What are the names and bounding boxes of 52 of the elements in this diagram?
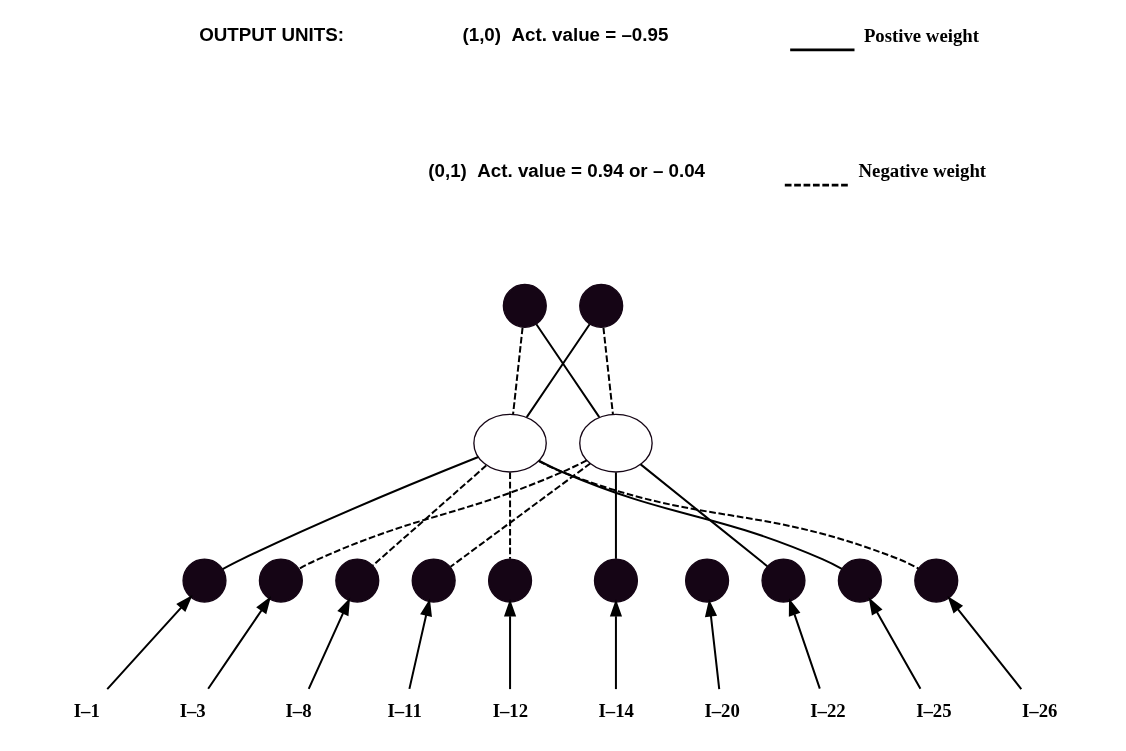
- node-circle: [411, 558, 456, 603]
- node-circle: [579, 413, 653, 473]
- node-circle: [593, 558, 639, 603]
- arrow: [503, 599, 517, 690]
- connector: [222, 456, 479, 570]
- node-text: I–20: [704, 699, 740, 721]
- label: (0,1) Act. value = 0.94 or – 0.04: [428, 159, 706, 181]
- node-circle: [487, 558, 533, 603]
- connector: [509, 472, 512, 559]
- connector: [640, 463, 768, 567]
- label: (1,0) Act. value = –0.95: [462, 24, 669, 46]
- connector: [614, 472, 617, 559]
- node-circle: [684, 558, 730, 603]
- node-circle: [761, 558, 806, 603]
- arrow: [868, 597, 922, 690]
- arrow: [947, 596, 1023, 690]
- connector: [525, 323, 591, 418]
- arrow: [609, 599, 623, 690]
- connector: [512, 327, 524, 415]
- node-text: I–14: [598, 699, 634, 721]
- node-text: I–11: [387, 699, 422, 721]
- connector: [298, 459, 588, 570]
- connector: [602, 327, 614, 415]
- node-circle: [579, 283, 624, 328]
- legend-label: Negative weight: [858, 160, 987, 182]
- node-text: I–12: [492, 699, 529, 721]
- arrow: [106, 595, 193, 690]
- connector: [535, 323, 601, 418]
- node-circle: [914, 558, 959, 603]
- arrow: [788, 598, 821, 689]
- connector: [372, 464, 487, 567]
- connector: [538, 459, 843, 570]
- node-circle: [258, 558, 303, 603]
- node-circle: [182, 558, 227, 603]
- arrow: [207, 596, 271, 690]
- connector: [449, 462, 591, 568]
- node-circle: [502, 283, 547, 328]
- node-circle: [473, 413, 547, 473]
- node-circle: [335, 558, 380, 603]
- arrow: [307, 597, 351, 690]
- node-text: I–22: [810, 699, 846, 721]
- legend-label: Postive weight: [863, 25, 979, 47]
- node-text: I–8: [285, 699, 312, 721]
- arrow: [408, 598, 432, 690]
- node-text: I–3: [179, 699, 206, 721]
- arrow: [704, 599, 721, 690]
- node-text: I–1: [73, 699, 100, 721]
- node-text: I–25: [916, 699, 952, 721]
- node-circle: [837, 558, 882, 603]
- label: OUTPUT UNITS:: [199, 24, 344, 46]
- connector: [538, 460, 919, 570]
- node-text: I–26: [1022, 699, 1058, 721]
